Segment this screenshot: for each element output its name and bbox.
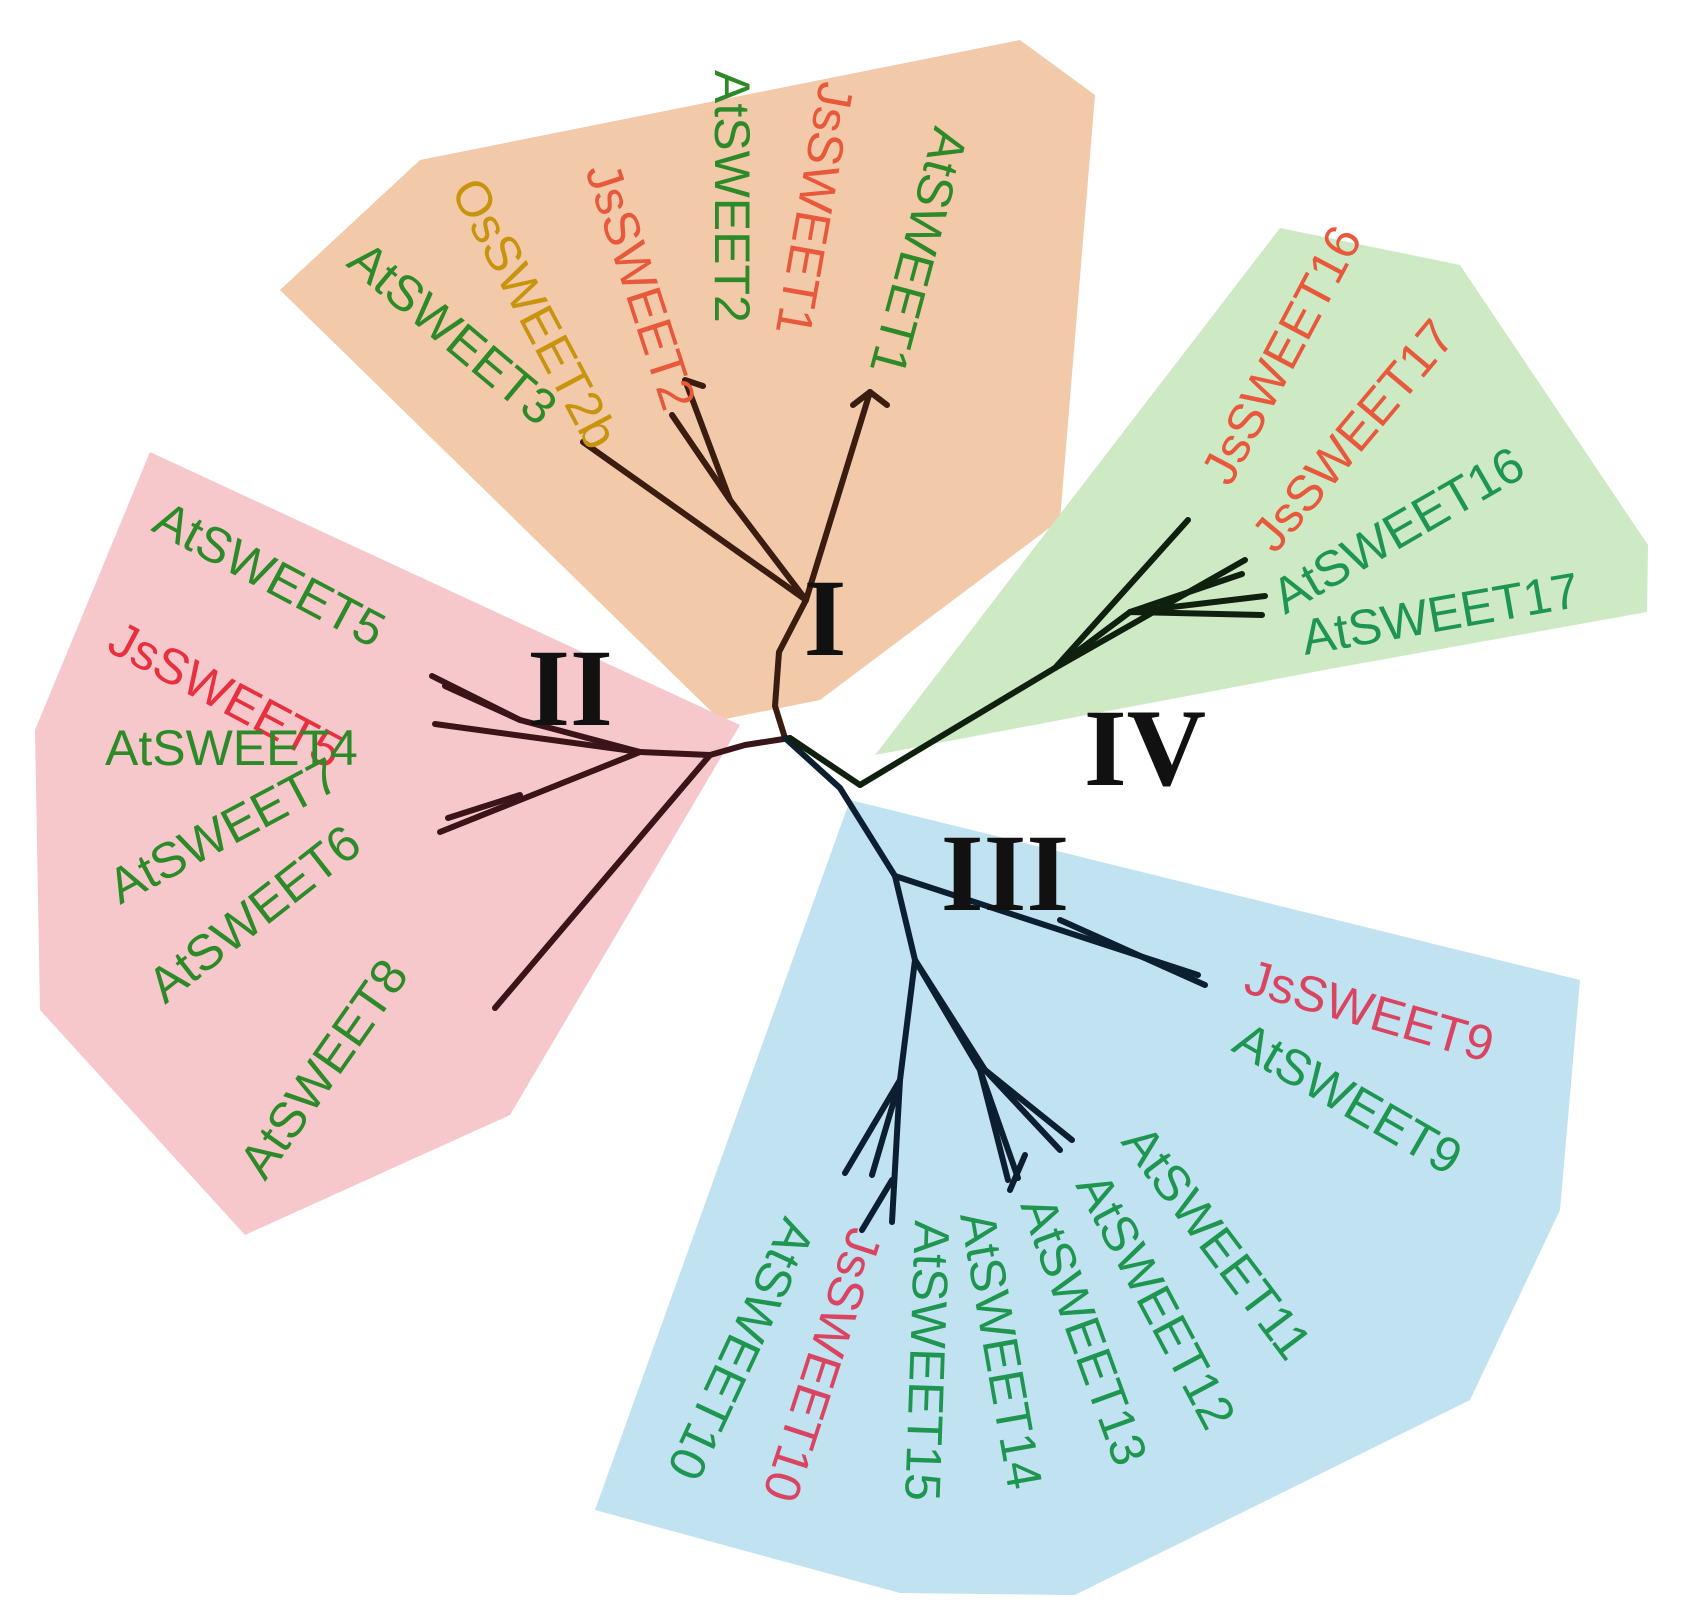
branch-clade-iii-2 [1057, 917, 1208, 988]
clade-label-i: I [804, 557, 847, 679]
branch-clade-ii-7 [445, 792, 523, 821]
clade-background-iii [595, 800, 1580, 1595]
branch-clade-i-0 [772, 597, 809, 741]
branch-clade-ii-0 [707, 735, 793, 758]
branch-clade-i-4 [803, 389, 873, 603]
clade-label-ii: II [527, 627, 613, 749]
branch-clade-iii-10 [859, 1177, 895, 1233]
leaf-label-atsweet2: AtSWEET2 [704, 70, 760, 323]
branch-clade-iv-1 [857, 665, 1058, 788]
branch-clade-ii-5 [432, 721, 643, 755]
branch-clade-ii-1 [492, 752, 713, 1011]
branch-clade-iii-4 [842, 1077, 903, 1176]
branch-clade-i-3 [682, 377, 733, 503]
branch-clade-i-1 [580, 439, 809, 603]
clade-background-ii [35, 452, 740, 1235]
branch-clade-iii-11 [1007, 1152, 1028, 1193]
branch-clade-iii-5 [889, 1077, 903, 1225]
branch-clade-i-5 [850, 389, 873, 408]
branch-clade-iii-0 [782, 735, 898, 879]
branch-clade-ii-2 [637, 749, 713, 758]
branch-clade-iii-3 [869, 873, 918, 1178]
clade-background-iv [875, 228, 1648, 755]
branch-clade-iv-6 [1052, 557, 1248, 671]
clade-backgrounds [35, 40, 1648, 1595]
branch-clade-iv-0 [787, 735, 863, 788]
branch-clade-ii-4 [429, 673, 523, 723]
branch-clade-i-6 [867, 389, 890, 408]
leaf-label-atsweet15: AtSWEET15 [894, 1220, 960, 1502]
branch-clade-iv-2 [1052, 517, 1191, 671]
branch-clade-ii-6 [437, 749, 643, 835]
clade-label-iii: III [941, 812, 1069, 934]
tree-branches [429, 377, 1268, 1233]
clade-label-iv: IV [1084, 687, 1206, 809]
branch-clade-iii-9 [982, 1067, 1075, 1143]
leaf-label-atsweet4: AtSWEET4 [105, 720, 358, 776]
branch-clade-iii-7 [977, 1067, 1011, 1183]
